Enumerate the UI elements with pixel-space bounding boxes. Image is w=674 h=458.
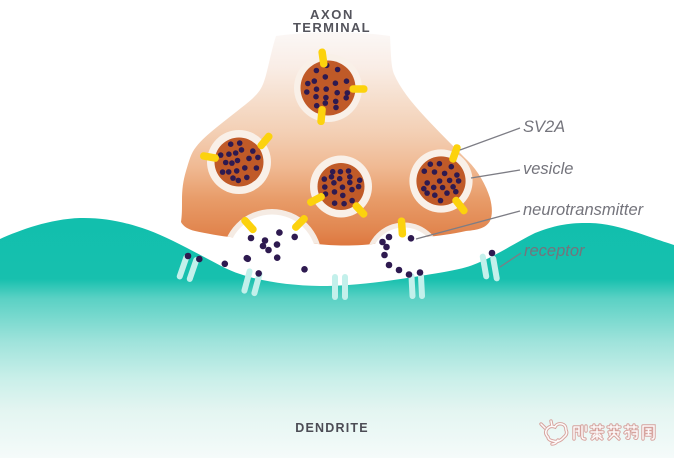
svg-text:receptor: receptor: [524, 242, 586, 260]
svg-text:AXON: AXON: [310, 7, 354, 22]
svg-text:vesicle: vesicle: [523, 160, 573, 178]
svg-text:neurotransmitter: neurotransmitter: [523, 201, 645, 219]
svg-text:DENDRITE: DENDRITE: [295, 421, 369, 435]
svg-text:TERMINAL: TERMINAL: [293, 20, 371, 35]
svg-text:SV2A: SV2A: [523, 118, 565, 136]
